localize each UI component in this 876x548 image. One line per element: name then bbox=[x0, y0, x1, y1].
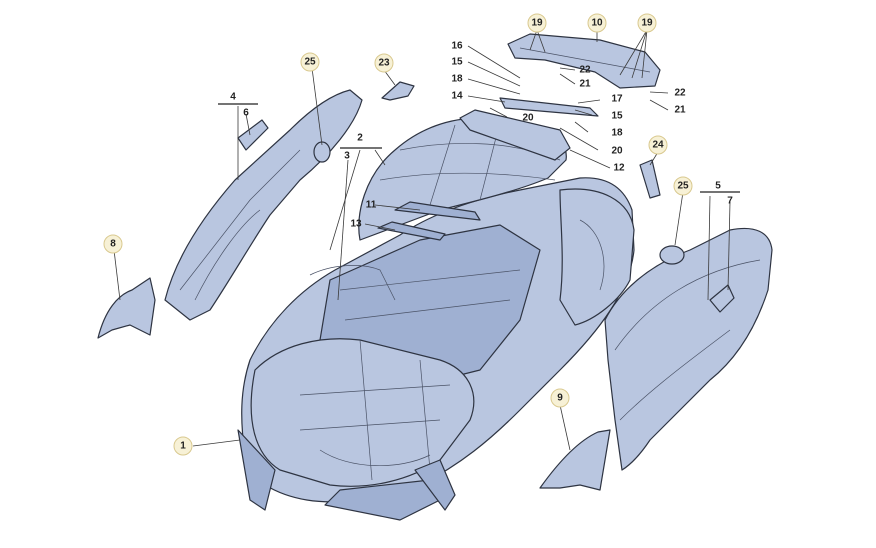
cross-member-13 bbox=[377, 221, 446, 241]
leader-lines bbox=[113, 24, 731, 451]
label-6: 6 bbox=[243, 108, 249, 119]
label-16: 16 bbox=[451, 41, 463, 52]
callout-1: 1 bbox=[173, 436, 193, 456]
svg-text:19: 19 bbox=[531, 18, 543, 29]
callout-10: 10 bbox=[587, 13, 607, 33]
right-small-panel-7 bbox=[709, 284, 735, 313]
callout-19-b: 19 bbox=[637, 13, 657, 33]
left-small-panel-6 bbox=[237, 119, 269, 151]
label-12: 12 bbox=[613, 163, 625, 174]
label-3: 3 bbox=[344, 151, 350, 162]
label-11: 11 bbox=[366, 200, 377, 211]
svg-text:25: 25 bbox=[677, 181, 689, 192]
roof-cross-rail-14 bbox=[499, 97, 599, 117]
label-15-a: 15 bbox=[451, 57, 463, 68]
group-brackets bbox=[218, 103, 740, 193]
label-22-b: 22 bbox=[674, 88, 686, 99]
label-21-a: 21 bbox=[579, 79, 591, 90]
svg-text:10: 10 bbox=[591, 18, 603, 29]
callout-23: 23 bbox=[374, 53, 394, 73]
label-18-b: 18 bbox=[611, 128, 623, 139]
label-17: 17 bbox=[611, 94, 623, 105]
label-20-b: 20 bbox=[611, 146, 623, 157]
callout-19-a: 19 bbox=[527, 13, 547, 33]
svg-text:9: 9 bbox=[557, 393, 563, 404]
svg-text:23: 23 bbox=[378, 58, 390, 69]
label-2: 2 bbox=[357, 133, 363, 144]
svg-text:19: 19 bbox=[641, 18, 653, 29]
rear-roof-rail-12 bbox=[459, 109, 571, 161]
svg-text:1: 1 bbox=[180, 441, 186, 452]
label-18-a: 18 bbox=[451, 74, 463, 85]
svg-text:8: 8 bbox=[110, 239, 116, 250]
svg-text:24: 24 bbox=[652, 140, 664, 151]
small-bracket-23 bbox=[381, 81, 415, 101]
car-body-shell bbox=[237, 117, 635, 521]
callout-9: 9 bbox=[550, 388, 570, 408]
front-left-panel-8 bbox=[97, 277, 156, 339]
label-21-b: 21 bbox=[674, 105, 686, 116]
callout-25-b: 25 bbox=[673, 176, 693, 196]
cross-member-11 bbox=[394, 201, 481, 221]
callout-24: 24 bbox=[648, 135, 668, 155]
callout-25-a: 25 bbox=[300, 52, 320, 72]
right-seal-25 bbox=[659, 245, 685, 265]
rear-top-panel-10 bbox=[507, 33, 661, 89]
label-20-a: 20 bbox=[522, 113, 534, 124]
front-right-fender-9 bbox=[539, 429, 611, 491]
label-14: 14 bbox=[451, 91, 463, 102]
number-labels: 4 6 2 3 5 7 11 13 16 15 18 14 20 17 15 1… bbox=[230, 41, 733, 230]
label-15-b: 15 bbox=[611, 111, 623, 122]
label-4: 4 bbox=[230, 92, 236, 103]
label-5: 5 bbox=[715, 181, 721, 192]
svg-text:25: 25 bbox=[304, 57, 316, 68]
label-13: 13 bbox=[350, 219, 362, 230]
bracket-24 bbox=[639, 159, 661, 199]
callout-8: 8 bbox=[103, 234, 123, 254]
label-22-a: 22 bbox=[579, 65, 591, 76]
left-body-side-panel bbox=[164, 89, 363, 321]
label-7: 7 bbox=[727, 196, 733, 207]
